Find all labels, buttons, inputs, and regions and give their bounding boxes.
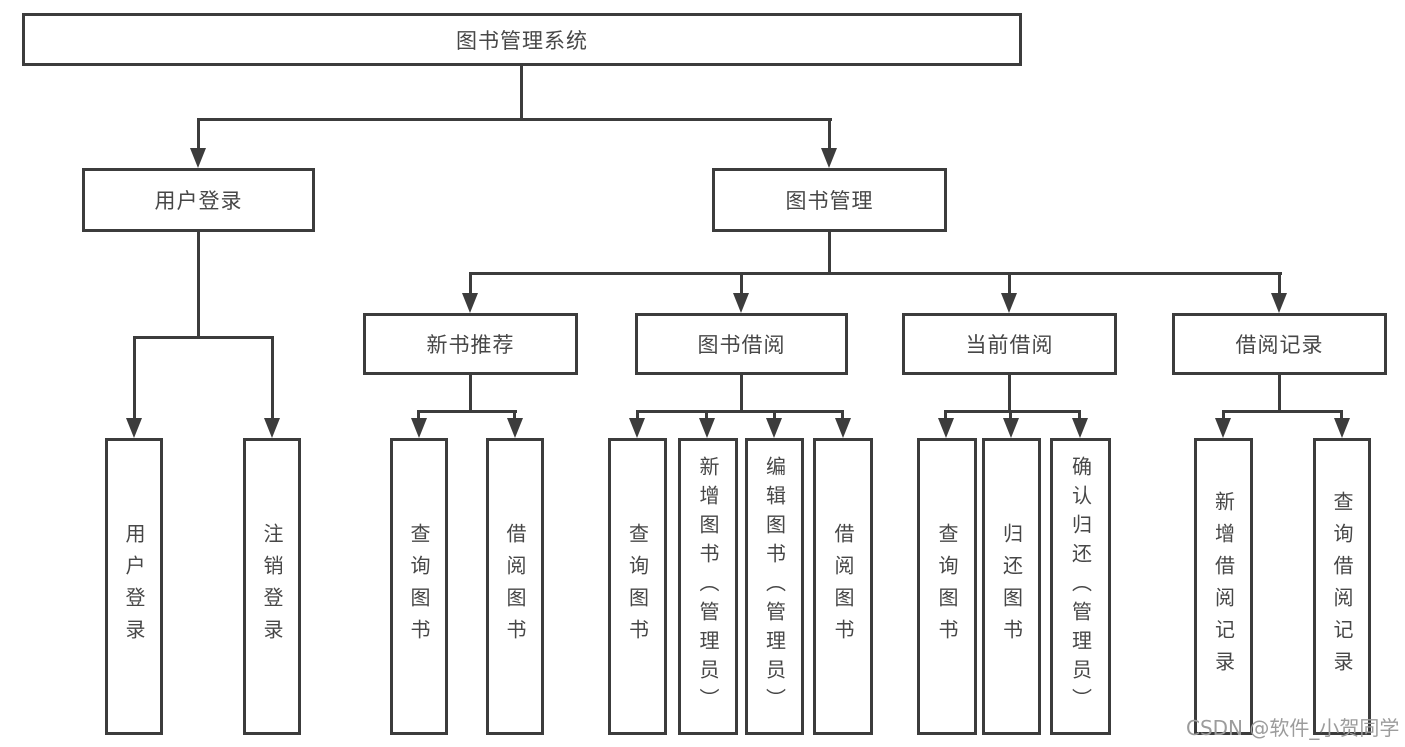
node-book-borrowing-label: 图书借阅 — [697, 333, 786, 357]
node-current-borrowing: 当前借阅 — [902, 313, 1117, 375]
arrowhead-leaf-logout — [264, 418, 280, 438]
connector-user-login-stem — [197, 232, 200, 336]
connector-recommend-stem — [469, 375, 472, 410]
connector-edit-book-admin-drop — [773, 410, 776, 422]
connector-book-management-drop — [828, 118, 831, 152]
arrowhead-borrowing-records — [1271, 293, 1287, 313]
connector-level3-bus — [469, 272, 1282, 275]
leaf-return-book-label: 归还图书 — [999, 522, 1024, 651]
leaf-query-borrow-record-label: 查询借阅记录 — [1330, 490, 1354, 683]
leaf-borrow-books-borrowing: 借阅图书 — [813, 438, 873, 735]
leaf-confirm-return-admin-label: 确认归还（管理员） — [1068, 456, 1093, 717]
node-book-borrowing: 图书借阅 — [635, 313, 848, 375]
connector-confirm-return-drop — [1078, 410, 1081, 422]
leaf-logout-label: 注销登录 — [260, 522, 284, 651]
connector-leaf-user-login-drop — [133, 336, 136, 422]
arrowhead-query-books-recommend — [411, 418, 427, 438]
arrowhead-current-borrowing — [1001, 293, 1017, 313]
node-borrowing-records: 借阅记录 — [1172, 313, 1387, 375]
arrowhead-leaf-user-login — [126, 418, 142, 438]
leaf-add-book-admin-label: 新增图书（管理员） — [696, 456, 720, 717]
arrowhead-add-book-admin — [699, 418, 715, 438]
arrowhead-borrow-books-borrowing — [835, 418, 851, 438]
arrowhead-return-book — [1003, 418, 1019, 438]
arrowhead-confirm-return — [1072, 418, 1088, 438]
connector-user-login-bus — [133, 336, 274, 339]
connector-current-borrowing-drop — [1008, 272, 1011, 297]
node-root-library-system: 图书管理系统 — [22, 13, 1022, 66]
arrowhead-query-borrow-record — [1334, 418, 1350, 438]
leaf-query-borrow-record: 查询借阅记录 — [1313, 438, 1371, 735]
arrowhead-add-borrow-record — [1215, 418, 1231, 438]
node-borrowing-records-label: 借阅记录 — [1235, 333, 1324, 357]
arrowhead-query-books-borrowing — [629, 418, 645, 438]
connector-user-login-drop — [197, 118, 200, 152]
arrowhead-query-books-current — [938, 418, 954, 438]
node-user-login-label: 用户登录 — [154, 189, 243, 213]
connector-current-stem — [1008, 375, 1011, 410]
connector-borrow-books-recommend-drop — [513, 410, 516, 422]
node-book-management-label: 图书管理 — [785, 189, 874, 213]
leaf-edit-book-admin: 编辑图书（管理员） — [745, 438, 804, 735]
connector-borrowing-bus — [636, 410, 844, 413]
connector-level2-bus — [197, 118, 832, 121]
leaf-edit-book-admin-label: 编辑图书（管理员） — [762, 456, 787, 717]
leaf-query-books-current: 查询图书 — [917, 438, 977, 735]
arrowhead-user-login — [190, 148, 206, 168]
leaf-logout: 注销登录 — [243, 438, 301, 735]
leaf-add-borrow-record: 新增借阅记录 — [1194, 438, 1253, 735]
connector-records-bus — [1222, 410, 1343, 413]
connector-book-borrowing-drop — [740, 272, 743, 297]
node-user-login: 用户登录 — [82, 168, 315, 232]
connector-new-book-recommend-drop — [469, 272, 472, 297]
node-current-borrowing-label: 当前借阅 — [965, 333, 1054, 357]
connector-borrowing-records-drop — [1278, 272, 1281, 297]
connector-return-book-drop — [1009, 410, 1012, 422]
connector-add-book-admin-drop — [705, 410, 708, 422]
leaf-query-books-current-label: 查询图书 — [935, 522, 959, 651]
connector-recommend-bus — [417, 410, 517, 413]
leaf-borrow-books-borrowing-label: 借阅图书 — [831, 522, 855, 651]
leaf-query-books-borrowing-label: 查询图书 — [625, 522, 650, 651]
leaf-query-books-recommend: 查询图书 — [390, 438, 448, 735]
csdn-watermark: CSDN @软件_小贺同学 — [1186, 716, 1400, 740]
connector-leaf-logout-drop — [271, 336, 274, 422]
arrowhead-book-borrowing — [733, 293, 749, 313]
leaf-borrow-books-recommend: 借阅图书 — [486, 438, 544, 735]
connector-query-books-recommend-drop — [417, 410, 420, 422]
connector-current-bus — [944, 410, 1081, 413]
leaf-user-login-label: 用户登录 — [122, 522, 146, 651]
connector-records-stem — [1278, 375, 1281, 410]
leaf-return-book: 归还图书 — [982, 438, 1041, 735]
node-book-management: 图书管理 — [712, 168, 947, 232]
arrowhead-edit-book-admin — [766, 418, 782, 438]
leaf-add-borrow-record-label: 新增借阅记录 — [1211, 490, 1236, 683]
leaf-user-login: 用户登录 — [105, 438, 163, 735]
leaf-query-books-borrowing: 查询图书 — [608, 438, 667, 735]
node-root-label: 图书管理系统 — [456, 28, 588, 53]
connector-query-borrow-record-drop — [1340, 410, 1343, 422]
arrowhead-new-book-recommend — [462, 293, 478, 313]
node-new-book-recommend: 新书推荐 — [363, 313, 578, 375]
leaf-query-books-recommend-label: 查询图书 — [407, 522, 431, 651]
connector-book-management-stem — [828, 232, 831, 272]
node-new-book-recommend-label: 新书推荐 — [426, 333, 515, 357]
connector-query-books-current-drop — [944, 410, 947, 422]
arrowhead-borrow-books-recommend — [507, 418, 523, 438]
connector-add-borrow-record-drop — [1222, 410, 1225, 422]
leaf-confirm-return-admin: 确认归还（管理员） — [1050, 438, 1111, 735]
connector-query-books-borrowing-drop — [636, 410, 639, 422]
connector-borrow-books-borrowing-drop — [841, 410, 844, 422]
connector-borrowing-stem — [740, 375, 743, 410]
connector-root-stem — [520, 66, 523, 118]
leaf-add-book-admin: 新增图书（管理员） — [678, 438, 738, 735]
leaf-borrow-books-recommend-label: 借阅图书 — [503, 522, 527, 651]
arrowhead-book-management — [821, 148, 837, 168]
